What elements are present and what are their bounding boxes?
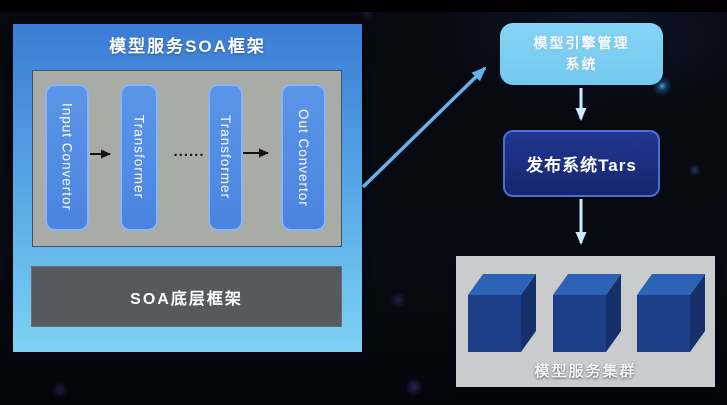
cluster-label: 模型服务集群	[534, 363, 637, 380]
server-cube-icon	[553, 274, 621, 352]
letterbox-strip	[0, 0, 727, 12]
soa-base-layer-bar: SOA底层框架	[31, 266, 342, 327]
pipeline-node-label: Transformer	[131, 115, 147, 200]
pipeline-node-label: Transformer	[218, 115, 233, 200]
pipeline-panel: Input Convertor Transformer ...... Trans…	[32, 70, 342, 247]
release-system-tars-box: 发布系统Tars	[503, 130, 660, 197]
server-cube-icon	[468, 274, 536, 352]
pipeline-node-transformer-1: Transformer	[120, 84, 158, 231]
soa-framework-box: 模型服务SOA框架 Input Convertor Transformer ..…	[13, 24, 362, 352]
soa-base-layer-label: SOA底层框架	[130, 290, 243, 308]
pipeline-node-label: Out Convertor	[296, 108, 311, 207]
model-engine-manager-box: 模型引擎管理 系统	[500, 23, 663, 85]
soa-framework-title: 模型服务SOA框架	[109, 37, 266, 56]
pipeline-ellipsis: ......	[173, 143, 205, 160]
arrow-soa-to-engine-manager	[361, 66, 487, 189]
pipeline-node-input-convertor: Input Convertor	[45, 84, 89, 231]
engine-manager-label-line1: 模型引擎管理	[533, 35, 630, 51]
model-service-cluster-panel: 模型服务集群	[456, 256, 715, 387]
pipeline-node-label: Input Convertor	[59, 103, 75, 212]
pipeline-node-out-convertor: Out Convertor	[281, 84, 326, 231]
engine-manager-label-line2: 系统	[565, 56, 598, 72]
release-system-label: 发布系统Tars	[526, 156, 637, 175]
pipeline-node-transformer-2: Transformer	[208, 84, 243, 231]
server-cube-icon	[637, 274, 705, 352]
